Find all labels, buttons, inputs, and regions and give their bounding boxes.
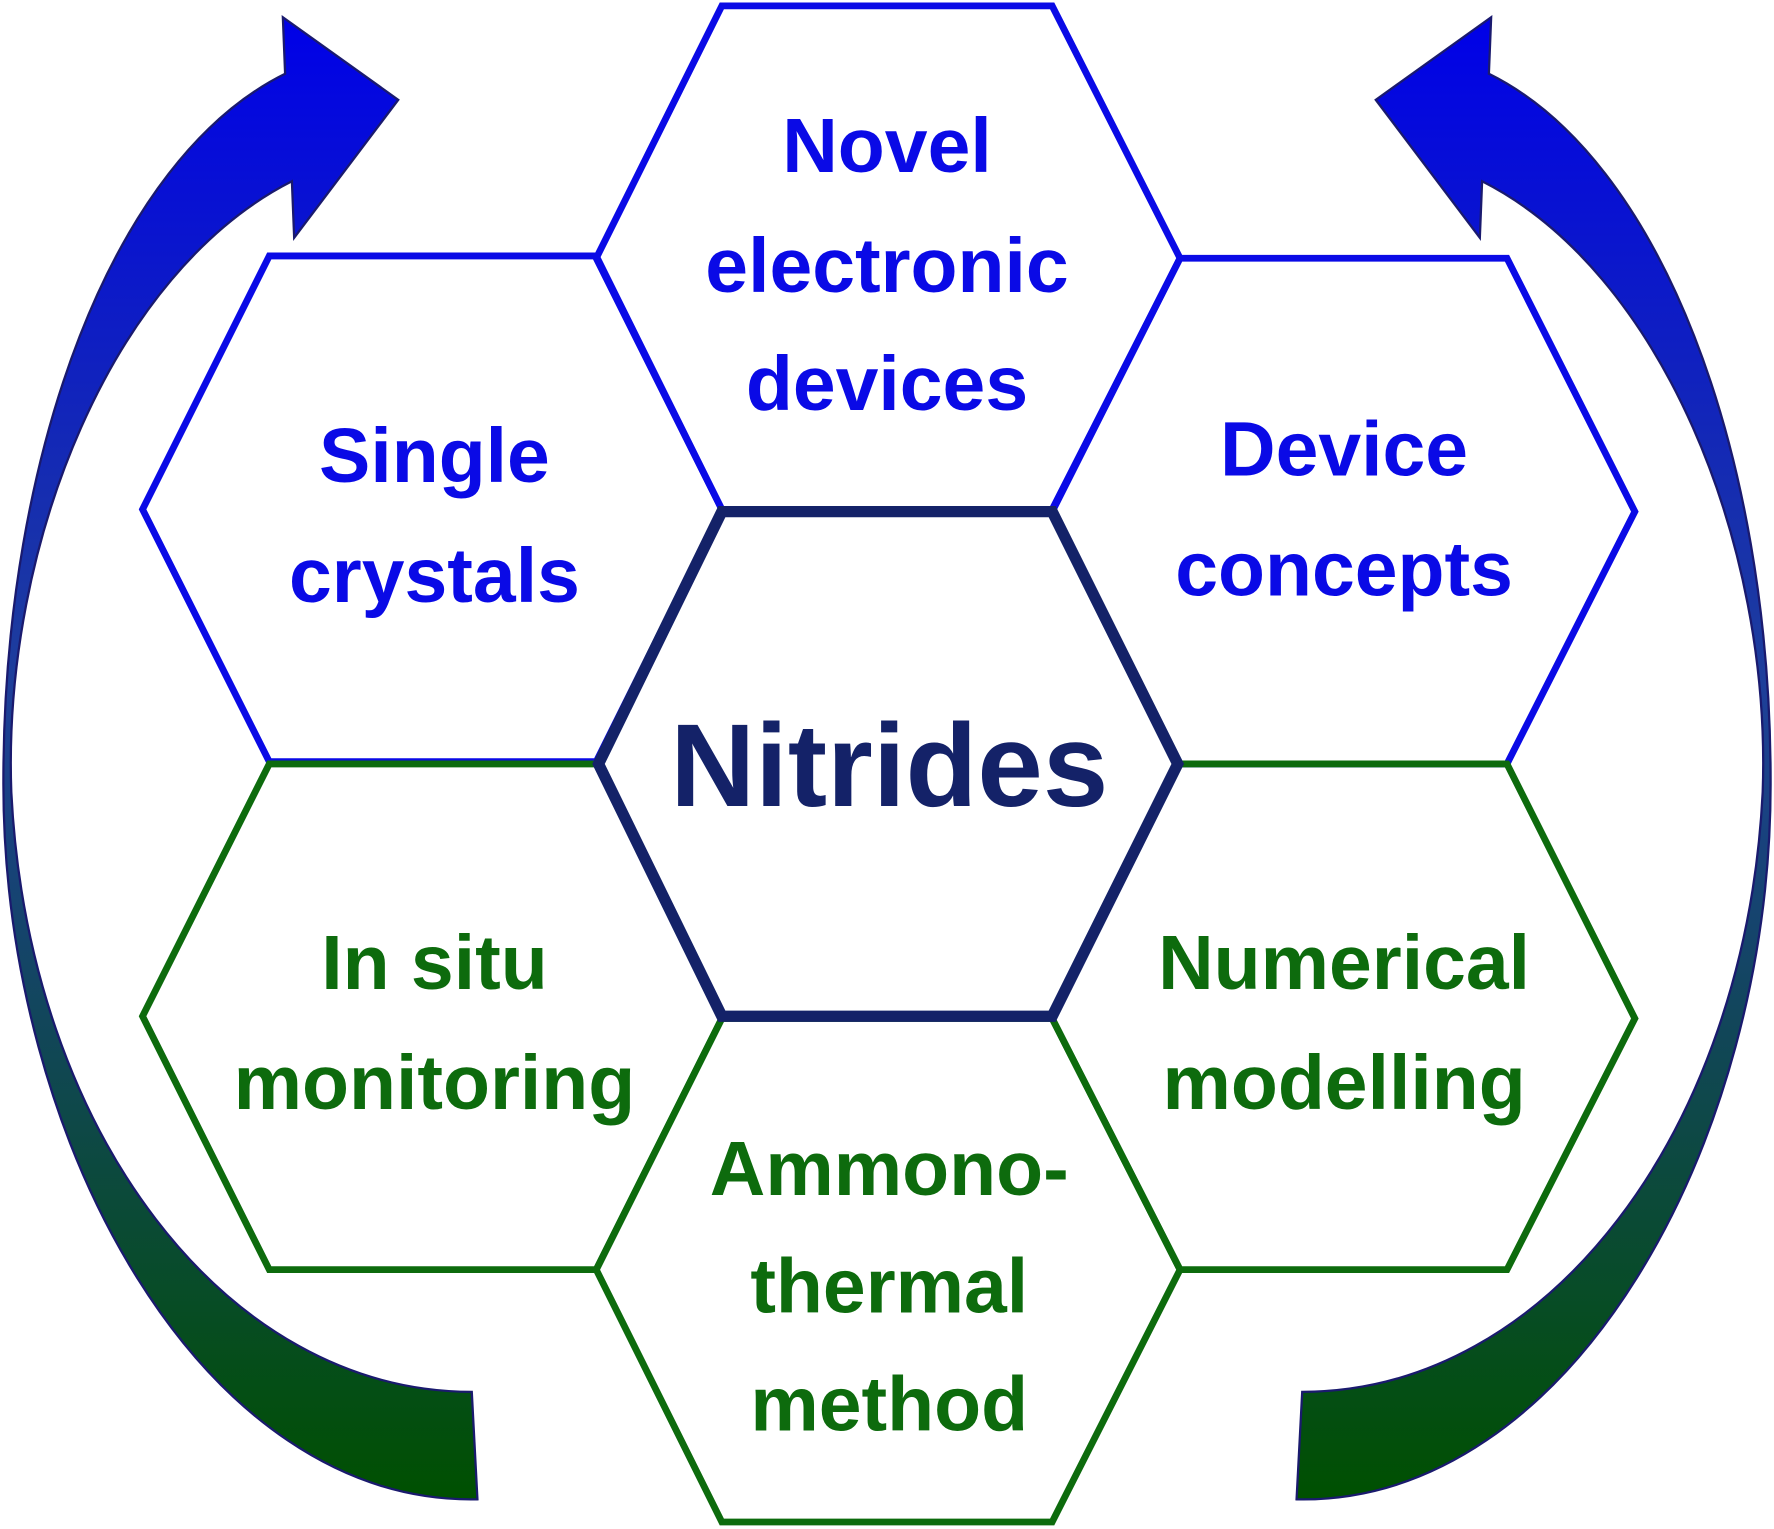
hex-top-line-2: electronic bbox=[705, 223, 1068, 309]
hex-top-line-3: devices bbox=[746, 341, 1028, 427]
hex-top-line-1: Novel bbox=[782, 103, 991, 189]
hex-lower-right-line-1: Numerical bbox=[1158, 920, 1530, 1006]
hex-lower-left-line-2: monitoring bbox=[234, 1040, 636, 1126]
hex-lower-right-line-2: modelling bbox=[1162, 1040, 1525, 1126]
hex-bottom-line-3: method bbox=[750, 1361, 1028, 1447]
hexagon-bottom: Ammono- thermal method bbox=[592, 1015, 1184, 1526]
hex-upper-right-line-2: concepts bbox=[1175, 526, 1513, 612]
hexagon-upper-right: Device concepts bbox=[1048, 254, 1639, 768]
hexagon-lower-right: Numerical modelling bbox=[1048, 760, 1639, 1274]
hex-upper-right-line-1: Device bbox=[1220, 406, 1468, 492]
hexagon-center: Nitrides bbox=[592, 505, 1185, 1022]
hexagon-top: Novel electronic devices bbox=[592, 2, 1184, 513]
hex-upper-left-line-2: crystals bbox=[289, 533, 580, 619]
left-cycle-arrow-icon bbox=[2, 14, 479, 1501]
hex-bottom-line-2: thermal bbox=[750, 1244, 1028, 1330]
hex-upper-left-line-1: Single bbox=[319, 413, 550, 499]
hexagon-lower-left: In situ monitoring bbox=[138, 760, 726, 1274]
center-title: Nitrides bbox=[670, 699, 1108, 831]
hex-lower-left-line-1: In situ bbox=[321, 920, 547, 1006]
hex-bottom-line-1: Ammono- bbox=[710, 1126, 1069, 1212]
hexagon-upper-left: Single crystals bbox=[138, 252, 726, 766]
right-cycle-arrow-icon bbox=[1295, 14, 1772, 1501]
